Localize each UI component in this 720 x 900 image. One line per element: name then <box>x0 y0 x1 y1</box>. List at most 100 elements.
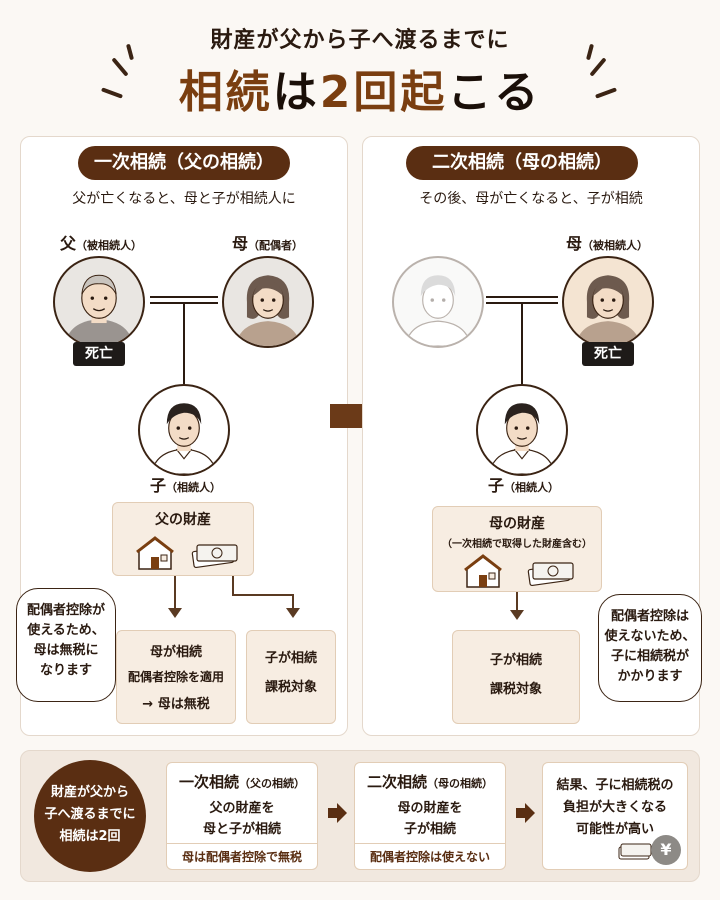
mother-label: 母（配偶者） <box>232 230 303 254</box>
card-title-text: 一次相続 <box>178 773 239 791</box>
card-footer: 母は配偶者控除で無税 <box>167 843 317 869</box>
arrow-head <box>286 608 300 618</box>
young-man-portrait <box>476 384 568 476</box>
title-part6: こる <box>447 67 542 118</box>
father-estate-title: 父の財産 <box>155 512 211 528</box>
summary-card-second: 二次相続（母の相続） 母の財産を 子が相続 配偶者控除は使えない <box>354 762 506 870</box>
child-inherits-line: 課税対象 <box>489 682 542 697</box>
tax-bubble: 配偶者控除は 使えないため、 子に相続税が かかります <box>598 594 702 702</box>
card-title-text: 二次相続 <box>366 773 427 791</box>
father-label: 父（被相続人） <box>60 230 142 254</box>
money-icon <box>191 544 238 569</box>
mother-role: （被相続人） <box>582 239 649 252</box>
title-part4: 回 <box>353 67 401 118</box>
summary-circle: 財産が父から 子へ渡るまでに 相続は2回 <box>34 760 146 872</box>
mother-name: 母 <box>566 234 583 253</box>
card-title: 二次相続（母の相続） <box>355 771 505 792</box>
card-body-line: 結果、子に相続税の <box>556 778 674 793</box>
arrow-to-child <box>232 594 294 596</box>
child-label: 子（相続人） <box>150 472 221 496</box>
house-icon <box>464 554 502 588</box>
summary-circle-line: 子へ渡るまでに <box>44 807 136 822</box>
arrow-to-mother <box>174 576 176 612</box>
marriage-line <box>486 296 558 298</box>
bubble-line: 配偶者控除は <box>610 609 689 624</box>
mother-role: （配偶者） <box>248 239 304 252</box>
card-body: 結果、子に相続税の 負担が大きくなる 可能性が高い <box>543 775 687 841</box>
marriage-line <box>150 296 218 298</box>
mother-estate-title: 母の財産 <box>489 516 545 532</box>
mother-inherits-line: 母が相続 <box>149 645 202 660</box>
card-body-line: 子が相続 <box>403 822 456 837</box>
first-lead-text: 父が亡くなると、母と子が相続人に <box>72 191 296 207</box>
title-part2: は <box>272 67 320 118</box>
summary-circle-line: 財産が父から <box>50 785 129 800</box>
death-tag: 死亡 <box>73 342 125 366</box>
child-label: 子（相続人） <box>488 472 559 496</box>
header-title: 相続は2回起こる <box>0 56 720 120</box>
house-icon <box>136 536 174 570</box>
child-inherits-box: 子が相続 課税対象 <box>246 630 336 724</box>
header-subtitle: 財産が父から子へ渡るまでに <box>210 28 510 53</box>
arrow-to-child <box>516 592 518 614</box>
child-role: （相続人） <box>504 481 560 494</box>
transition-arrow <box>330 404 366 428</box>
arrow-to-child <box>232 576 234 596</box>
faded-man-portrait <box>392 256 484 348</box>
bubble-line: かかります <box>617 669 683 684</box>
title-part3: 2 <box>319 67 354 118</box>
child-line <box>521 304 523 384</box>
spouse-deduction-bubble: 配偶者控除が 使えるため、 母は無税に なります <box>16 588 116 702</box>
mother-estate-box: 母の財産 （一次相続で取得した財産含む） <box>432 506 602 592</box>
card-body: 母の財産を 子が相続 <box>355 798 505 840</box>
card-footer: 配偶者控除は使えない <box>355 843 505 869</box>
elderly-man-portrait <box>53 256 145 348</box>
marriage-line <box>150 302 218 304</box>
bubble-line: 母は無税に <box>33 643 99 658</box>
father-name: 父 <box>60 234 77 253</box>
arrow-head <box>510 610 524 620</box>
arrow-head <box>168 608 182 618</box>
card-title: 一次相続（父の相続） <box>167 771 317 792</box>
child-role: （相続人） <box>166 481 222 494</box>
woman-portrait <box>222 256 314 348</box>
summary-arrow <box>516 808 526 818</box>
mother-inherits-line: → 母は無税 <box>142 697 210 712</box>
first-inheritance-pill: 一次相続（父の相続） <box>78 146 290 180</box>
bubble-line: なります <box>39 663 92 678</box>
card-subtitle: （母の相続） <box>427 777 493 790</box>
child-inherits-line: 課税対象 <box>264 680 317 695</box>
summary-card-first: 一次相続（父の相続） 父の財産を 母と子が相続 母は配偶者控除で無税 <box>166 762 318 870</box>
bubble-line: 配偶者控除が <box>26 603 105 618</box>
mother-estate-sub: （一次相続で取得した財産含む） <box>442 539 592 550</box>
card-body: 父の財産を 母と子が相続 <box>167 798 317 840</box>
death-tag: 死亡 <box>582 342 634 366</box>
child-inherits-line: 子が相続 <box>264 651 317 666</box>
young-man-portrait <box>138 384 230 476</box>
title-part1: 相続 <box>178 67 273 118</box>
money-icon <box>618 843 652 860</box>
child-inherits-box: 子が相続 課税対象 <box>452 630 580 724</box>
second-lead-text: その後、母が亡くなると、子が相続 <box>419 191 643 207</box>
marriage-line <box>486 302 558 304</box>
card-body-line: 負担が大きくなる <box>562 800 667 815</box>
card-body-line: 可能性が高い <box>575 822 654 837</box>
mother-label: 母（被相続人） <box>566 230 648 254</box>
card-body-line: 母と子が相続 <box>202 822 281 837</box>
bubble-line: 使えないため、 <box>604 629 696 644</box>
bubble-line: 子に相続税が <box>610 649 689 664</box>
bubble-line: 使えるため、 <box>27 623 105 638</box>
father-estate-box: 父の財産 <box>112 502 254 576</box>
summary-arrow <box>328 808 338 818</box>
child-line <box>183 304 185 384</box>
child-name: 子 <box>150 476 167 495</box>
arrow-to-child <box>292 594 294 612</box>
mother-inherits-box: 母が相続 配偶者控除を適用 → 母は無税 <box>116 630 236 724</box>
money-icon <box>527 562 574 587</box>
second-inheritance-pill: 二次相続（母の相続） <box>406 146 638 180</box>
father-role: （被相続人） <box>76 239 143 252</box>
summary-circle-line: 相続は2回 <box>59 829 121 844</box>
card-body-line: 母の財産を <box>397 801 463 816</box>
title-part5: 起 <box>400 67 448 118</box>
mother-inherits-line: 配偶者控除を適用 <box>127 670 224 684</box>
